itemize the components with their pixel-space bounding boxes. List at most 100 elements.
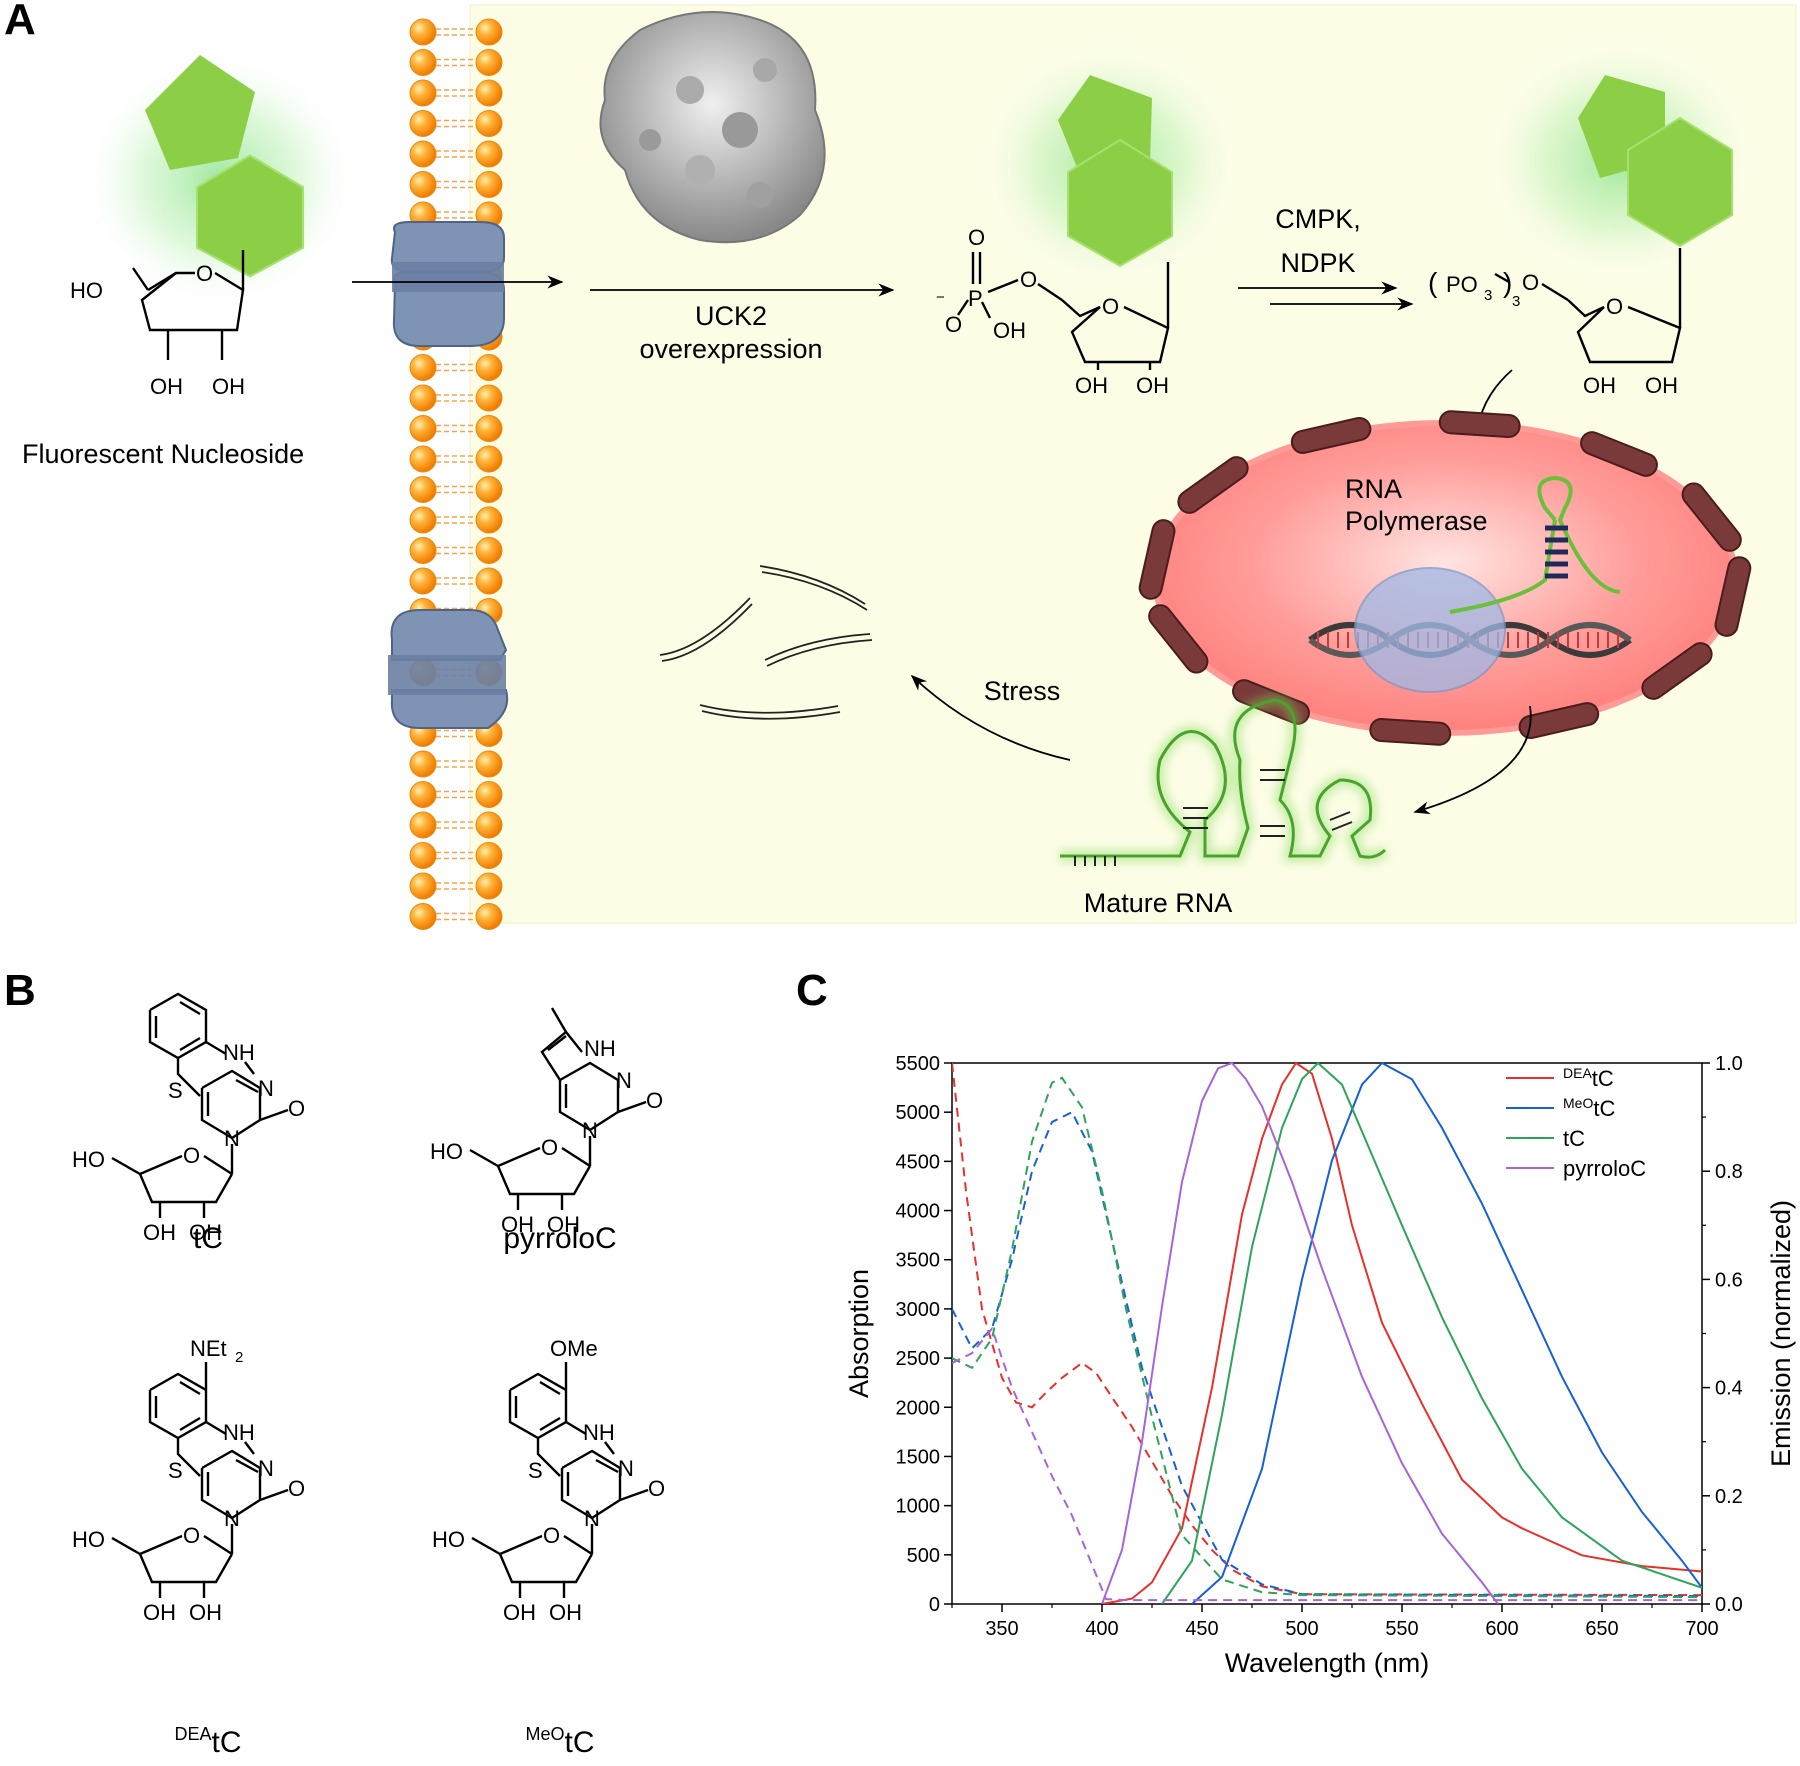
chem-o: O [183,1523,200,1548]
chem-minus: − [936,289,945,306]
lipid-head [409,872,437,900]
chem-nh: NH [583,1420,615,1445]
chem-oh: OH [547,1212,580,1237]
y-tick-label: 3000 [896,1299,941,1321]
compound-name: pyrroloC [503,1222,616,1255]
chem-oh: OH [1645,373,1678,398]
y-tick-label: 4500 [896,1151,941,1173]
nuclear-pore [1580,431,1658,477]
chem-bond [179,1000,201,1016]
chem-sub3: 3 [1512,293,1520,310]
chem-oh: OH [1136,373,1169,398]
lipid-head [475,18,503,46]
nuclear-pore [1148,604,1209,674]
svg-text:): ) [1503,267,1512,298]
lipid-head [409,567,437,595]
polymerase-icon [1354,567,1506,693]
lipid-head [409,476,437,503]
chem-oh: OH [503,1600,536,1625]
chem-n: N [224,1126,240,1151]
nuclear-pore [1518,702,1600,739]
x-tick-label: 500 [1285,1618,1318,1640]
y-tick-label: 3500 [896,1250,941,1272]
lipid-head [475,49,503,76]
nuclear-pore [1290,417,1372,454]
lipid-head [409,110,437,137]
export-arrow [1413,705,1532,815]
chem-o: O [648,1476,665,1501]
chem-bond [550,1007,568,1033]
chem-bond [139,1154,183,1176]
y-tick-label: 1500 [896,1446,941,1468]
lipid-head [409,537,437,564]
chem-n: N [584,1506,600,1531]
chem-oh: OH [549,1600,582,1625]
chem-o: O [1606,294,1623,319]
y2-tick-label: 0.8 [1715,1161,1743,1183]
chem-oh: OH [212,374,245,399]
x-tick-label: 600 [1485,1618,1518,1640]
mature-rna-icon [1060,693,1390,866]
y-tick-label: 500 [907,1545,940,1567]
chem-bond [244,1441,255,1455]
x-tick-label: 450 [1185,1618,1218,1640]
lipid-head [409,171,437,198]
stress-arrow [910,674,1071,761]
lipid-head [409,445,437,473]
y2-tick-label: 0.4 [1715,1378,1743,1400]
lipid-head [409,506,437,534]
legend-entry: pyrroloC [1563,1156,1646,1181]
y-tick-label: 1000 [896,1496,941,1518]
x-tick-label: 350 [985,1618,1018,1640]
emission-line-2 [1161,1061,1702,1604]
y-tick-label: 5000 [896,1102,941,1124]
chem-s: S [528,1458,543,1483]
nuclear-pore [1641,642,1713,700]
chem-bond [138,1173,234,1204]
chem-n: N [258,1456,274,1481]
chem-bond [558,1080,619,1132]
absorption-line-2 [952,1076,1702,1599]
lipid-head [409,79,437,107]
lipid-head [409,354,437,381]
lipid-head [409,140,437,168]
lipid-head [409,781,437,808]
chem-bond [111,1156,141,1176]
y2-axis-label: Emission (normalized) [1766,1200,1796,1467]
lipid-head [475,537,503,564]
lipid-head [475,842,503,869]
nuclear-pore [1714,556,1752,637]
y2-tick-label: 0.6 [1715,1269,1743,1291]
chem-bond [560,1468,621,1520]
lipid-head [409,384,437,412]
legend-entry: DEAtC [1563,1065,1614,1091]
chem-bond [539,1416,561,1432]
chem-bond [561,1146,591,1168]
y2-tick-label: 1.0 [1715,1053,1743,1075]
chem-oh: OH [189,1600,222,1625]
chem-bond [203,1154,233,1176]
chem-nh: NH [584,1036,616,1061]
lipid-head [409,811,437,839]
chem-bond [201,1449,261,1470]
chem-s: S [168,1078,183,1103]
svg-text:(: ( [1428,267,1438,298]
chem-bond [540,1030,583,1081]
lipid-head [475,384,503,412]
lipid-head [475,171,503,198]
chem-ho: HO [430,1139,463,1164]
lipid-head [475,354,503,381]
lipid-head [475,750,503,778]
chem-n: N [224,1506,240,1531]
chem-bond [111,1536,141,1556]
fluorescent-base-icon-1 [80,50,360,310]
panel-label-c: C [796,966,828,1015]
chem-net: NEt [190,1336,227,1361]
chem-bond [547,1035,567,1051]
chem-oh: OH [993,318,1026,343]
lipid-head [409,49,437,76]
nuclear-pores [1138,410,1752,746]
